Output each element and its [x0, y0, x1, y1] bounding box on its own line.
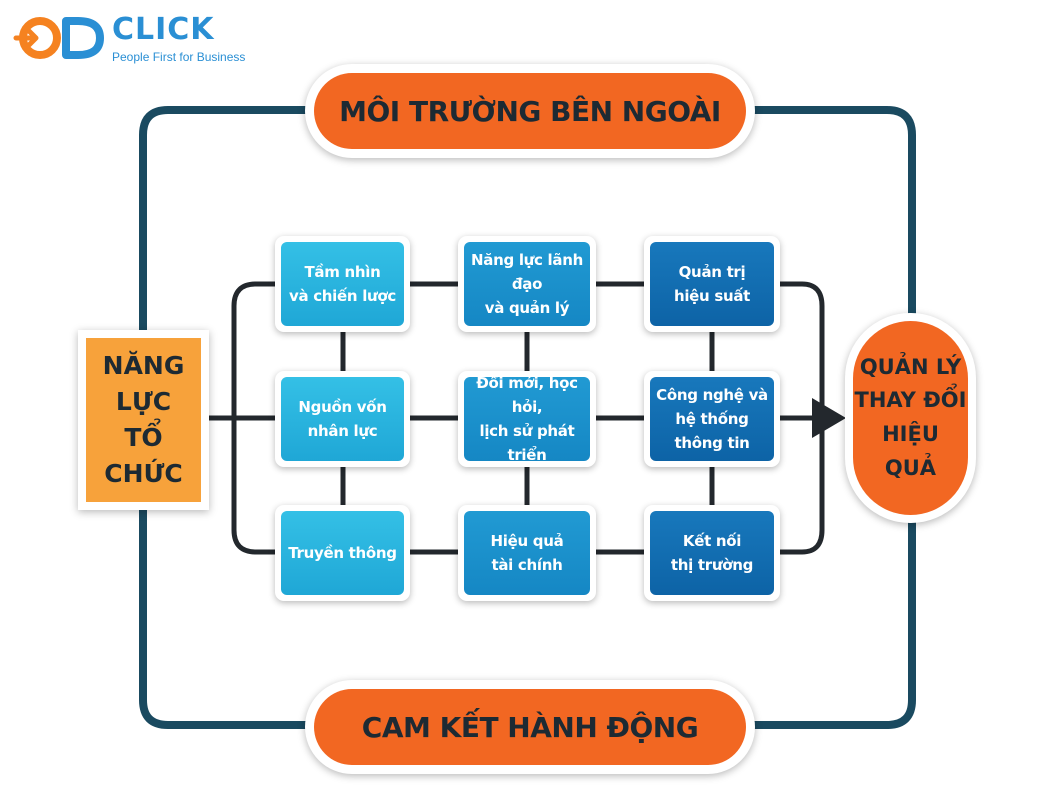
logo-tagline: People First for Business: [112, 50, 246, 64]
outer-frame: [139, 106, 916, 729]
logo-wordmark: CLICK: [112, 12, 215, 47]
top-banner-label: MÔI TRƯỜNG BÊN NGOÀI: [314, 73, 746, 149]
grid-cell: Quản trị hiệu suất: [644, 236, 780, 332]
grid-cell-label: Kết nối thị trường: [650, 511, 774, 595]
grid-cell-label: Công nghệ và hệ thống thông tin: [650, 377, 774, 461]
bottom-banner: CAM KẾT HÀNH ĐỘNG: [305, 680, 755, 774]
grid-cell-label: Năng lực lãnh đạo và quản lý: [464, 242, 590, 326]
grid-cell: Truyền thông: [275, 505, 410, 601]
grid-cell-label: Tầm nhìn và chiến lược: [281, 242, 404, 326]
odclick-logo: CLICK People First for Business: [12, 10, 252, 66]
grid-cell-label: Hiệu quả tài chính: [464, 511, 590, 595]
left-box-label: NĂNG LỰC TỔ CHỨC: [86, 338, 201, 502]
left-box: NĂNG LỰC TỔ CHỨC: [78, 330, 209, 510]
grid-cell-label: Truyền thông: [281, 511, 404, 595]
grid-cell: Hiệu quả tài chính: [458, 505, 596, 601]
arrow-head-icon: [812, 398, 846, 438]
bottom-banner-label: CAM KẾT HÀNH ĐỘNG: [314, 689, 746, 765]
grid-cell-label: Đổi mới, học hỏi, lịch sử phát triển: [464, 374, 590, 464]
grid-cell: Tầm nhìn và chiến lược: [275, 236, 410, 332]
grid-cell-label: Quản trị hiệu suất: [650, 242, 774, 326]
grid-cell-label: Nguồn vốn nhân lực: [281, 377, 404, 461]
grid-cell: Công nghệ và hệ thống thông tin: [644, 371, 780, 467]
grid-cell: Đổi mới, học hỏi, lịch sử phát triển: [458, 371, 596, 467]
right-box-label: QUẢN LÝ THAY ĐỔI HIỆU QUẢ: [853, 321, 968, 515]
grid-cell: Nguồn vốn nhân lực: [275, 371, 410, 467]
top-banner: MÔI TRƯỜNG BÊN NGOÀI: [305, 64, 755, 158]
grid-cell: Kết nối thị trường: [644, 505, 780, 601]
grid-cell: Năng lực lãnh đạo và quản lý: [458, 236, 596, 332]
od-logo-icon: [13, 17, 104, 59]
right-box: QUẢN LÝ THAY ĐỔI HIỆU QUẢ: [845, 313, 976, 523]
